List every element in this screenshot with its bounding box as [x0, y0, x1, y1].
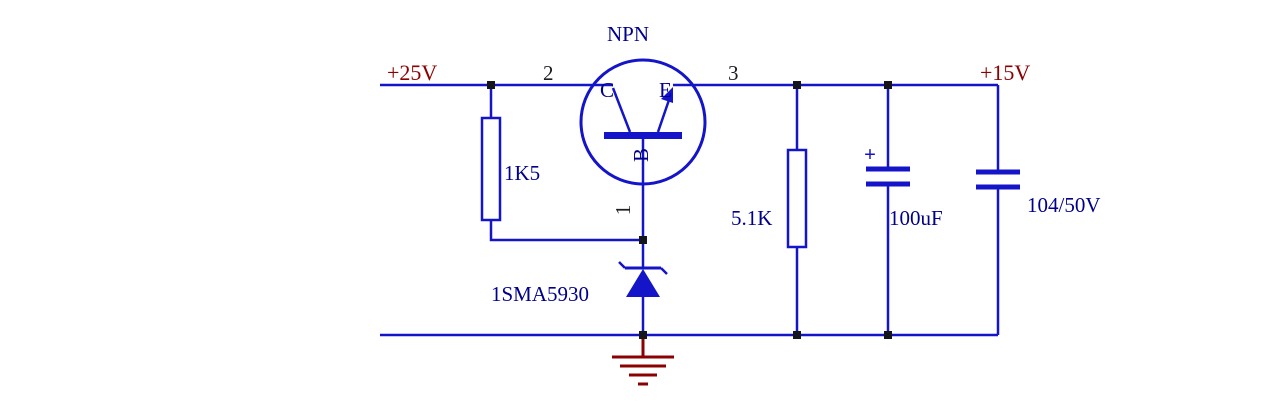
wiring	[380, 83, 1000, 337]
resistor-r2	[786, 148, 808, 249]
junction-dot	[793, 81, 801, 89]
labels: +25V +15V 2 3 1 NPN C E B 1K5 5.1K 1SMA5…	[387, 22, 1101, 306]
capacitor-film	[976, 169, 1020, 190]
resistor-r1	[480, 116, 502, 222]
emitter-arrow-icon	[661, 87, 673, 103]
capacitor-polarized	[866, 166, 910, 187]
label-emitter: E	[659, 78, 672, 102]
transistor-npn	[579, 58, 707, 186]
junction-dot	[884, 331, 892, 339]
junction-dot	[639, 331, 647, 339]
junction-dot	[639, 236, 647, 244]
label-output-voltage: +15V	[980, 60, 1030, 85]
base-bar	[604, 132, 682, 139]
label-resistor2-value: 5.1K	[731, 206, 772, 230]
resistor-r1-body	[480, 116, 502, 222]
wire-r1-bottom-to-base	[489, 220, 643, 242]
junction-dots	[487, 81, 892, 339]
label-transistor-type: NPN	[607, 22, 649, 46]
label-zener-part: 1SMA5930	[491, 282, 589, 306]
ground-symbol	[612, 335, 674, 386]
label-resistor1-value: 1K5	[504, 161, 540, 185]
emitter-lead	[656, 96, 672, 133]
zener-cathode-wings	[618, 261, 668, 275]
label-cap-polar-value: 100uF	[889, 206, 943, 230]
zener-diode	[618, 261, 668, 297]
label-base: B	[629, 148, 653, 162]
label-collector: C	[600, 78, 614, 102]
junction-dot	[793, 331, 801, 339]
zener-anode-triangle	[626, 269, 660, 297]
resistor-r2-body	[786, 148, 808, 249]
transistor-circle	[579, 58, 707, 186]
label-input-voltage: +25V	[387, 60, 437, 85]
label-pin3: 3	[728, 61, 739, 85]
label-pin2: 2	[543, 61, 554, 85]
label-cap-film-value: 104/50V	[1027, 193, 1101, 217]
junction-dot	[884, 81, 892, 89]
collector-lead	[611, 87, 632, 133]
junction-dot	[487, 81, 495, 89]
label-pin1: 1	[611, 205, 635, 216]
label-cap-polarity-plus: +	[864, 142, 876, 166]
